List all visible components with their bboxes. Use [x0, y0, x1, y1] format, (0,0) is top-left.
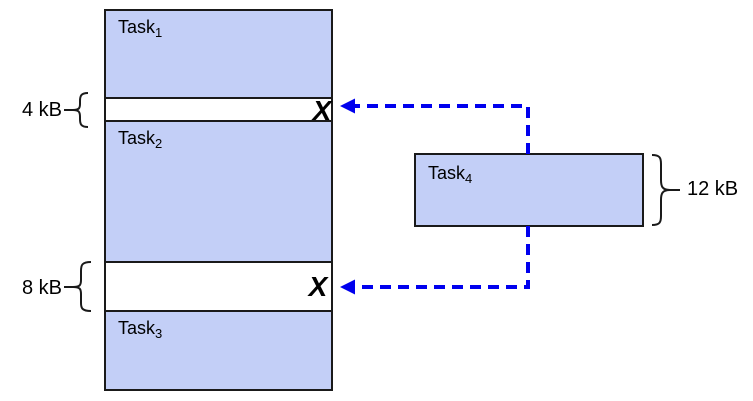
task2-block — [104, 120, 333, 263]
gap1-brace — [64, 92, 89, 128]
reject-x-icon: X — [311, 95, 334, 126]
arrowhead-left-icon — [340, 98, 355, 114]
task3-label: Task3 — [118, 318, 162, 341]
task1-block — [104, 9, 333, 99]
task4-size-label: 12 kB — [687, 178, 738, 200]
gap1-size-label: 4 kB — [22, 99, 62, 121]
gap2-size-label: 8 kB — [22, 277, 62, 299]
task1-label: Task1 — [118, 17, 162, 40]
gap2-brace — [64, 261, 92, 312]
reject-x-icon: X — [307, 271, 330, 302]
task4-block — [414, 153, 644, 227]
task2-label: Task2 — [118, 128, 162, 151]
task4-brace — [651, 154, 680, 226]
task3-block — [104, 310, 333, 391]
arrow-to-gap2 — [350, 226, 530, 289]
task4-label: Task4 — [428, 163, 472, 186]
arrowhead-left-icon — [340, 279, 355, 295]
arrow-to-gap1 — [350, 104, 530, 154]
